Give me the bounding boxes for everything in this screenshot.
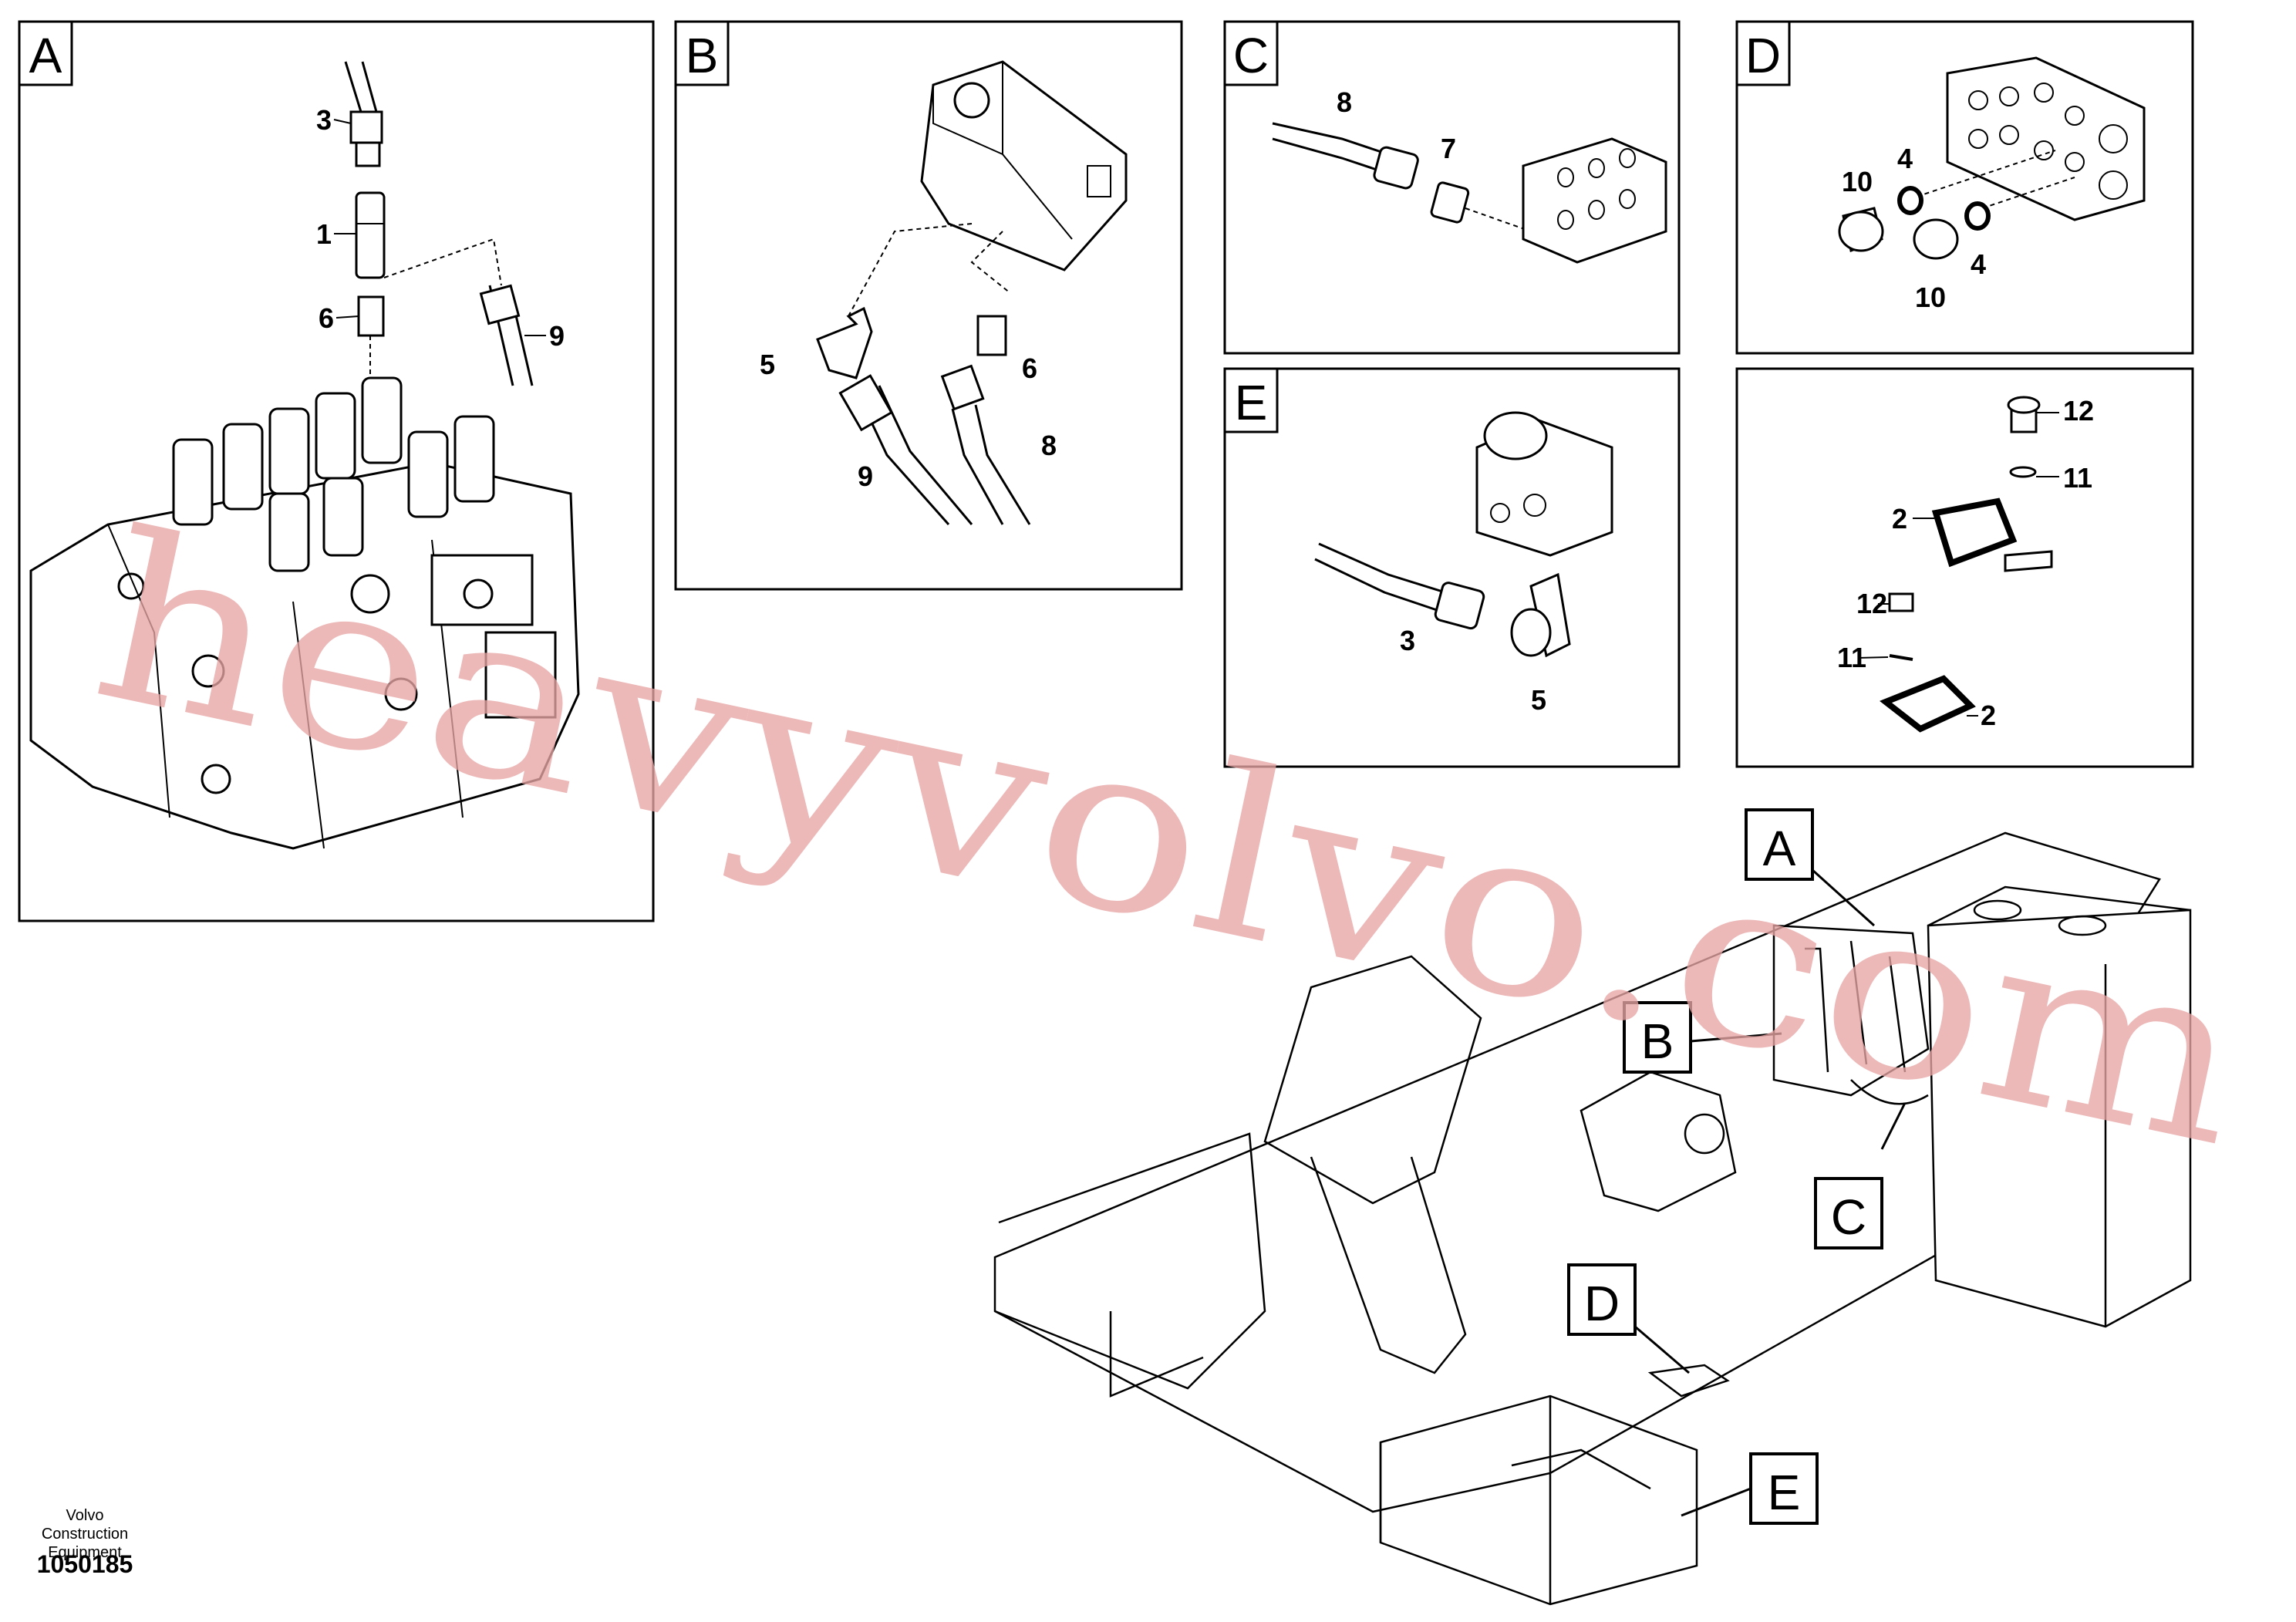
panel-c: C 8 7 — [1223, 20, 1681, 355]
part-number: 3 — [316, 104, 332, 136]
part-number: 4 — [1897, 143, 1913, 174]
callout-e: E — [1768, 1465, 1801, 1520]
part-number: 10 — [1842, 166, 1873, 197]
part-number: 1 — [316, 218, 332, 250]
panel-a-letter: A — [29, 28, 62, 83]
part-number: 8 — [1337, 86, 1352, 118]
part-number: 6 — [1022, 352, 1037, 384]
part-number: 9 — [549, 320, 565, 352]
part-number: 10 — [1915, 282, 1946, 313]
panel-a-part-numbers: 3 1 6 9 — [316, 104, 565, 352]
part-number: 4 — [1971, 248, 1986, 280]
part-number: 5 — [1531, 684, 1546, 716]
panel-d-letter: D — [1745, 28, 1781, 83]
panel-e: E 3 5 — [1223, 367, 1681, 768]
frame-assembly — [993, 831, 2192, 1606]
part-number: 11 — [2063, 462, 2092, 494]
part-number: 9 — [858, 460, 873, 492]
part-number: 2 — [1892, 503, 1907, 534]
callout-a: A — [1763, 821, 1796, 876]
document-number: 1050185 — [36, 1550, 133, 1578]
panel-a: A — [18, 20, 655, 922]
callout-b: B — [1641, 1013, 1674, 1069]
part-number: 7 — [1441, 133, 1456, 164]
callout-d: D — [1584, 1276, 1620, 1331]
part-number: 2 — [1981, 700, 1996, 731]
callouts: A B C D E — [1567, 808, 1883, 1525]
panel-e-letter: E — [1235, 375, 1268, 430]
part-number: 12 — [2063, 395, 2094, 427]
panel-c-letter: C — [1233, 28, 1269, 83]
panel-b-letter: B — [686, 28, 719, 83]
panel-d: D 10 4 4 10 — [1735, 20, 2194, 355]
part-number: 6 — [319, 302, 334, 334]
panel-clamps: 12 11 2 12 11 2 — [1735, 367, 2194, 768]
panel-b: B 5 6 9 8 — [674, 20, 1183, 591]
company-name: Volvo Construction Equipment — [41, 1507, 129, 1561]
callout-c: C — [1831, 1189, 1866, 1245]
part-number: 3 — [1400, 625, 1415, 656]
part-number: 5 — [760, 349, 775, 380]
part-number: 8 — [1041, 430, 1057, 461]
